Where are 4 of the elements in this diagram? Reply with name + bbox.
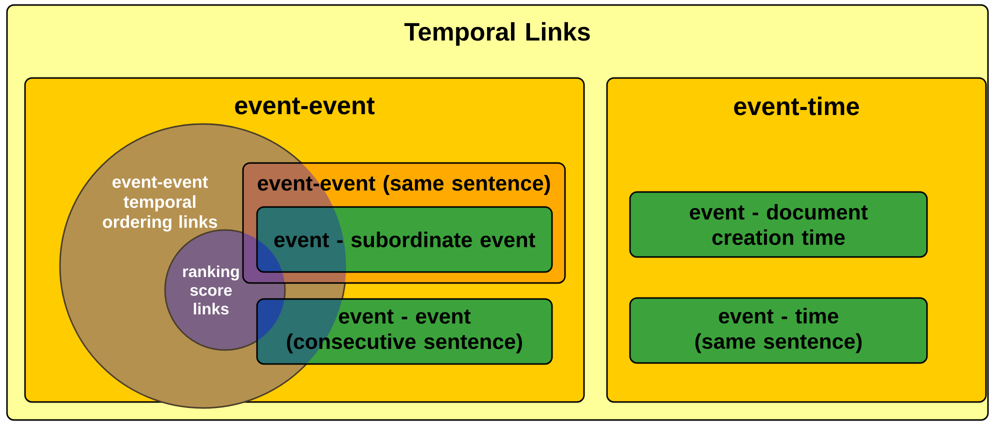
link-type-box: event - document creation time <box>629 191 928 258</box>
link-type-box: event - subordinate event <box>256 206 553 273</box>
link-type-box: event - time (same sentence) <box>629 297 928 364</box>
link-type-box: event - event (consecutive sentence) <box>256 298 553 365</box>
